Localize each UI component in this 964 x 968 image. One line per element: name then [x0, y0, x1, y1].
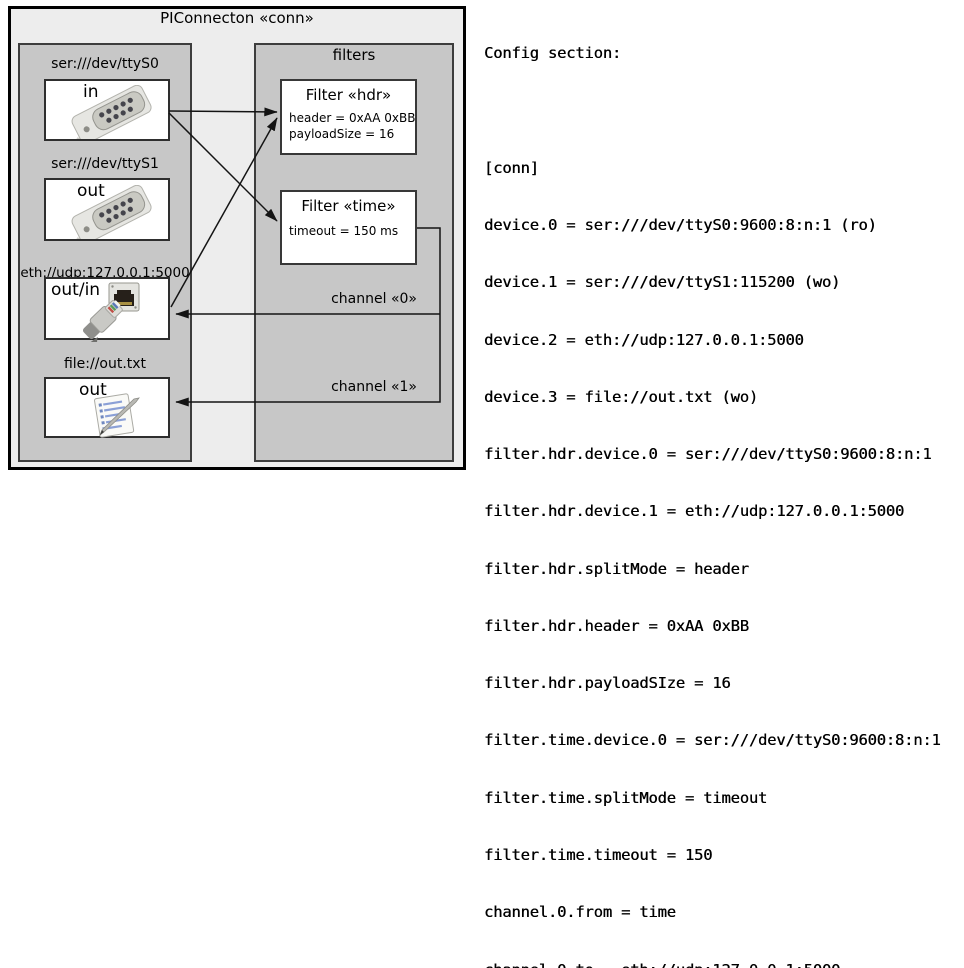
config-line: filter.time.timeout = 150 — [484, 846, 713, 865]
device-direction-label: out — [77, 181, 105, 201]
device-label-ttys0: ser:///dev/ttyS0 — [51, 56, 159, 72]
device-box-ttys1: out — [44, 178, 170, 241]
config-line: device.2 = eth://udp:127.0.0.1:5000 — [484, 330, 804, 349]
serial-connector-image — [71, 85, 152, 139]
diagram-title: PIConnecton «conn» — [160, 9, 314, 27]
config-lines: [conn] device.0 = ser:///dev/ttyS0:9600:… — [484, 120, 960, 968]
device-direction-label: out — [79, 380, 107, 400]
serial-connector-image — [71, 185, 152, 239]
ethernet-cable-image — [82, 300, 123, 342]
channel-0-label: channel «0» — [331, 291, 417, 307]
device-direction-label: in — [83, 82, 99, 102]
config-line: filter.hdr.device.1 = eth://udp:127.0.0.… — [484, 502, 905, 521]
config-line: [conn] — [484, 158, 539, 177]
device-box-ttys0: in — [44, 79, 170, 141]
config-heading: Config section: — [484, 44, 621, 63]
notepad-image — [94, 393, 140, 438]
device-box-eth: out/in — [44, 277, 170, 342]
config-line: filter.time.device.0 = ser:///dev/ttyS0:… — [484, 731, 941, 750]
config-line: filter.hdr.device.0 = ser:///dev/ttyS0:9… — [484, 445, 932, 464]
device-box-file: out — [44, 377, 170, 438]
filter-property: timeout = 150 ms — [289, 224, 399, 238]
config-line: channel.0.to = eth://udp:127.0.0.1:5000 — [484, 961, 960, 968]
filters-panel-title: filters — [332, 46, 376, 64]
config-line: filter.time.splitMode = timeout — [484, 788, 768, 807]
device-label-file: file://out.txt — [63, 356, 147, 372]
device-label-ttys1: ser:///dev/ttyS1 — [51, 156, 159, 172]
device-direction-label: out/in — [51, 280, 101, 300]
config-section: Config section: [conn] device.0 = ser://… — [484, 6, 960, 968]
config-line: device.0 = ser:///dev/ttyS0:9600:8:n:1 (… — [484, 215, 877, 234]
filter-property: payloadSize = 16 — [289, 127, 395, 141]
config-line: device.1 = ser:///dev/ttyS1:115200 (wo) — [484, 273, 841, 292]
filter-title: Filter «hdr» — [305, 86, 392, 104]
filter-box-time: Filter «time» timeout = 150 ms — [280, 190, 417, 265]
config-line: filter.hdr.payloadSIze = 16 — [484, 674, 731, 693]
config-line: device.3 = file://out.txt (wo) — [484, 387, 758, 406]
config-line: filter.hdr.splitMode = header — [484, 559, 749, 578]
filter-box-hdr: Filter «hdr» header = 0xAA 0xBB payloadS… — [280, 79, 417, 155]
config-line: channel.0.from = time — [484, 903, 676, 922]
filter-property: header = 0xAA 0xBB — [289, 111, 416, 125]
config-line: filter.hdr.header = 0xAA 0xBB — [484, 616, 749, 635]
channel-1-label: channel «1» — [331, 379, 417, 395]
filter-title: Filter «time» — [301, 197, 396, 215]
